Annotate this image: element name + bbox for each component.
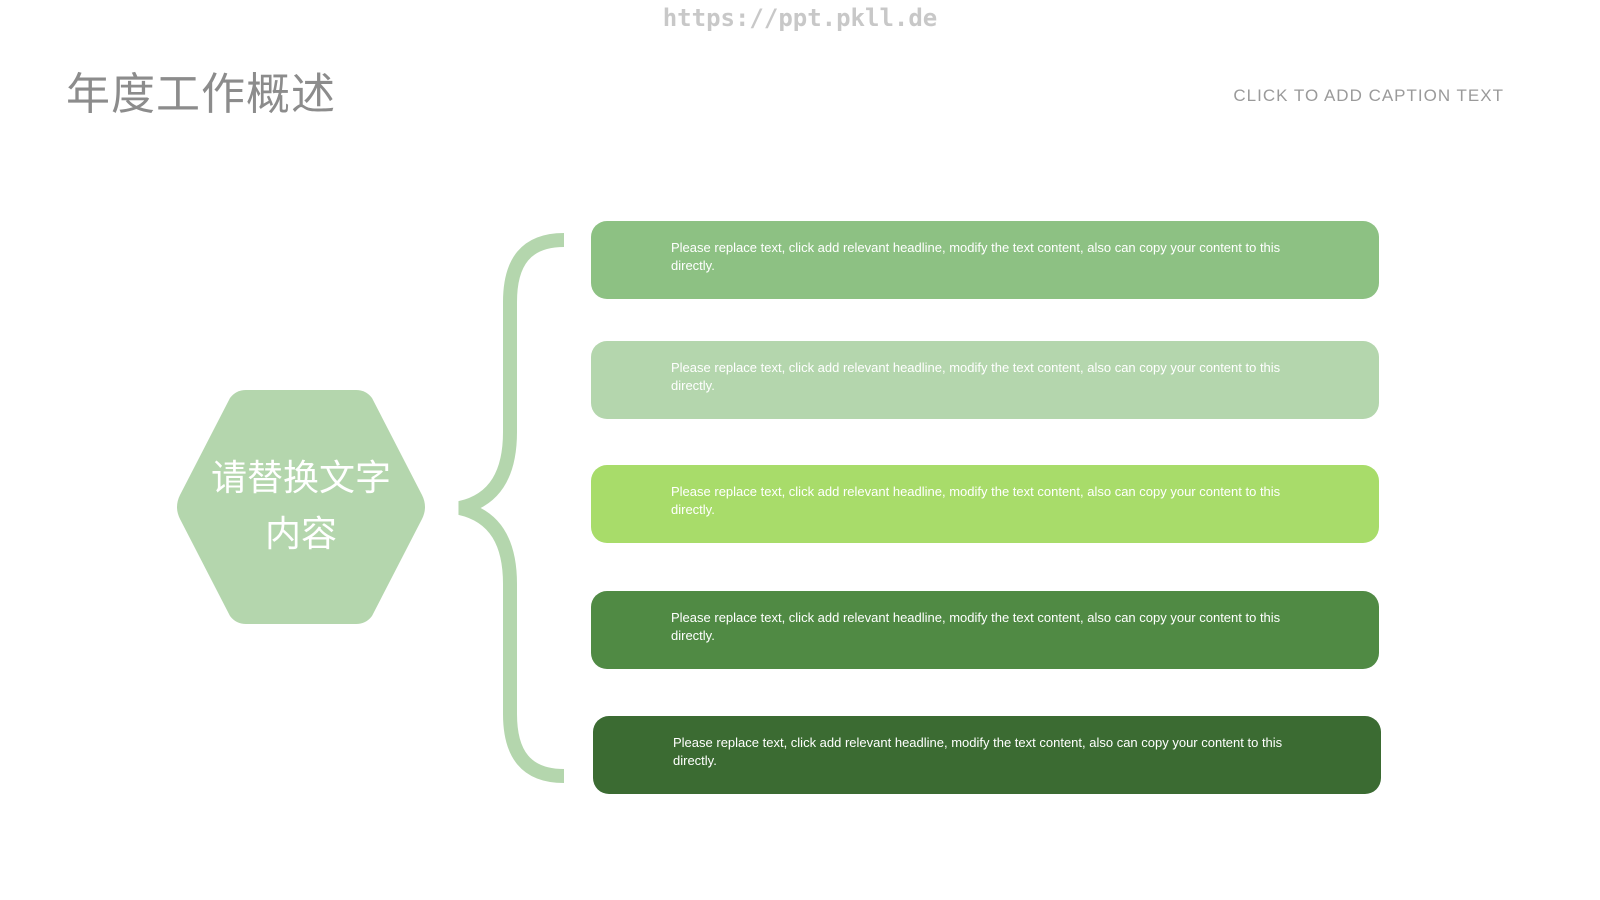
hexagon-text: 请替换文字内容: [210, 458, 391, 555]
curly-brace: [456, 232, 566, 788]
curly-brace-icon: [458, 233, 565, 783]
text-box-5-content: Please replace text, click add relevant …: [673, 735, 1283, 768]
text-box-1[interactable]: Please replace text, click add relevant …: [591, 221, 1379, 299]
text-box-3-content: Please replace text, click add relevant …: [671, 484, 1281, 517]
text-box-2-content: Please replace text, click add relevant …: [671, 360, 1281, 393]
text-box-2[interactable]: Please replace text, click add relevant …: [591, 341, 1379, 419]
page-title[interactable]: 年度工作概述: [66, 69, 336, 120]
watermark-url: https://ppt.pkll.de: [662, 4, 938, 32]
text-box-1-content: Please replace text, click add relevant …: [671, 240, 1281, 273]
text-box-4[interactable]: Please replace text, click add relevant …: [591, 591, 1379, 669]
caption-text[interactable]: CLICK TO ADD CAPTION TEXT: [1233, 86, 1504, 105]
hexagon-icon: [177, 390, 425, 624]
text-box-3[interactable]: Please replace text, click add relevant …: [591, 465, 1379, 543]
text-box-4-content: Please replace text, click add relevant …: [671, 610, 1281, 643]
hexagon-shape[interactable]: 请替换文字内容: [170, 390, 432, 624]
text-box-5[interactable]: Please replace text, click add relevant …: [593, 716, 1381, 794]
